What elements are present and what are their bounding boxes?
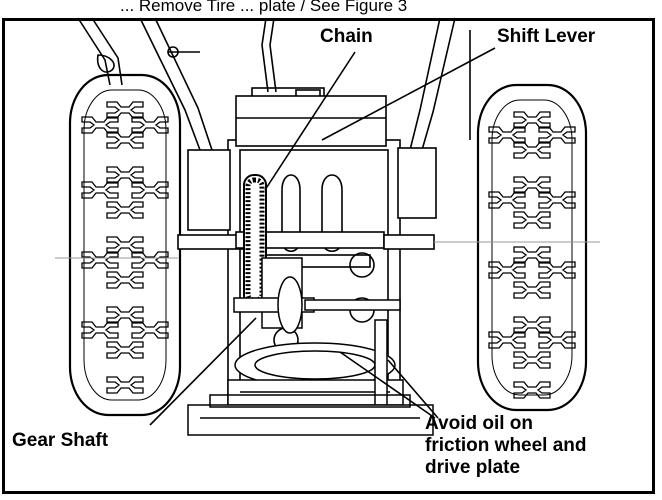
figure-border	[2, 18, 655, 494]
label-chain: Chain	[320, 26, 373, 47]
label-avoid-oil-line-2: friction wheel and	[425, 435, 587, 456]
friction-wheel-drive-plate	[227, 319, 404, 406]
label-shift-lever: Shift Lever	[497, 26, 596, 47]
gear-shaft	[233, 257, 401, 334]
handle-frame	[77, 17, 471, 151]
label-gear-shaft: Gear Shaft	[12, 430, 109, 451]
label-avoid-oil-line-1: Avoid oil on	[425, 413, 534, 434]
axle	[55, 231, 600, 259]
label-avoid-oil: Avoid oil on friction wheel and drive pl…	[425, 413, 587, 479]
figure-caption-cutoff: ... Remove Tire ... plate / See Figure 3	[120, 0, 408, 15]
leader-lines	[149, 47, 496, 426]
right-tire	[476, 83, 588, 412]
label-avoid-oil-line-3: drive plate	[425, 457, 521, 478]
